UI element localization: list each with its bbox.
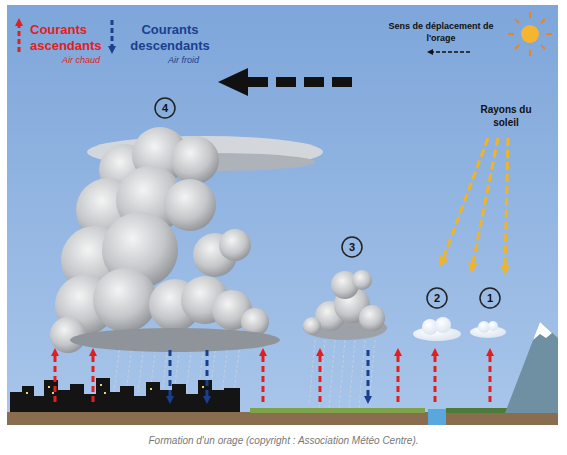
cloud-puff bbox=[352, 270, 372, 290]
sun-logo bbox=[508, 12, 552, 56]
legend-text: Courants descendants bbox=[120, 22, 220, 54]
sky bbox=[7, 5, 558, 425]
callout-number: 3 bbox=[342, 239, 362, 255]
updraft-arrow bbox=[434, 352, 437, 402]
cloud-puff bbox=[93, 268, 157, 332]
downdraft-arrow bbox=[169, 350, 172, 400]
city-windows bbox=[26, 384, 208, 396]
arrow-dash bbox=[304, 77, 324, 87]
legend-down-arrow bbox=[111, 20, 114, 50]
callout-number: 2 bbox=[427, 290, 447, 306]
sun-rays-label: Rayons du soleil bbox=[470, 103, 542, 129]
rain bbox=[309, 340, 375, 408]
updraft-arrow bbox=[397, 352, 400, 402]
arrow-dash bbox=[276, 77, 296, 87]
sun-ray bbox=[472, 138, 498, 268]
sun-disc bbox=[521, 25, 539, 43]
water bbox=[428, 409, 446, 425]
arrow-dash bbox=[246, 77, 268, 87]
air-note: Air froid bbox=[168, 55, 218, 66]
cloud-puff bbox=[164, 179, 216, 231]
arrow-dash bbox=[332, 77, 352, 87]
small-cloud bbox=[413, 317, 461, 341]
arrow-head bbox=[218, 68, 248, 96]
updraft-arrow bbox=[489, 352, 492, 402]
callout-number: 4 bbox=[155, 100, 175, 116]
caption: Formation d'un orage (copyright : Associ… bbox=[0, 434, 567, 447]
cloud-puff bbox=[359, 305, 385, 331]
growing-cumulus bbox=[303, 270, 387, 340]
ground bbox=[7, 412, 558, 425]
legend-direction-arrow bbox=[430, 51, 470, 53]
grass bbox=[250, 408, 425, 413]
cloud-base bbox=[70, 328, 280, 352]
callout-circle bbox=[480, 288, 500, 308]
small-cloud bbox=[470, 321, 506, 338]
downdraft-arrow bbox=[367, 350, 370, 400]
cloud-puff bbox=[219, 229, 251, 261]
air-note: Air chaud bbox=[62, 55, 112, 66]
grass bbox=[446, 408, 508, 413]
callout-circle bbox=[427, 288, 447, 308]
mountain bbox=[505, 322, 558, 413]
direction-arrow bbox=[218, 68, 352, 96]
cloud-puff bbox=[303, 317, 321, 335]
callout-circle bbox=[155, 98, 175, 118]
cumulonimbus bbox=[50, 127, 323, 353]
cloud-puff bbox=[435, 317, 451, 333]
updraft-arrow bbox=[319, 352, 322, 402]
legend-up-arrow bbox=[18, 22, 21, 52]
snow-cap bbox=[533, 322, 552, 340]
callout-number: 1 bbox=[480, 290, 500, 306]
updraft-arrow bbox=[54, 352, 57, 402]
updraft-arrow bbox=[262, 352, 265, 402]
sun-ray bbox=[505, 138, 508, 270]
cloud-puff bbox=[171, 136, 219, 184]
downdraft-arrow bbox=[206, 350, 209, 400]
updraft-arrow bbox=[92, 352, 95, 402]
callout-circle bbox=[342, 237, 362, 257]
legend-text: Sens de déplacement de l'orage bbox=[385, 20, 497, 44]
sun-rays bbox=[508, 12, 552, 56]
cloud-puff bbox=[488, 321, 498, 331]
legend-text: Courants ascendants bbox=[30, 22, 114, 54]
sun-ray bbox=[442, 138, 488, 262]
